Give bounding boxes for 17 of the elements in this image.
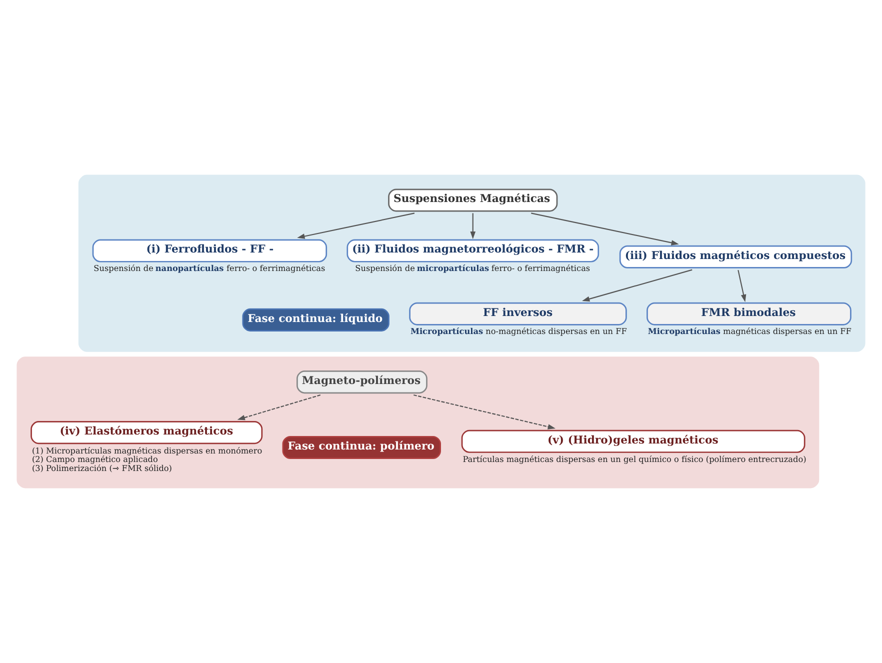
arrow <box>297 212 415 239</box>
node-label: Micropartículas no-magnéticas dispersas en un FF <box>410 326 627 336</box>
node-label: Partículas magnéticas dispersas en un gel químico o físico (polímero entrecruzado) <box>462 454 806 464</box>
node-label: Suspensión de nanopartículas ferro- o ferrimagnéticas <box>94 262 326 273</box>
arrow <box>582 269 692 302</box>
node-label: Micropartículas magnéticas dispersas en un FF <box>648 326 852 336</box>
arrow <box>738 270 746 302</box>
node-label: (2) Campo magnético aplicado <box>32 454 158 464</box>
node-label: (1) Micropartículas magnéticas dispersas en monómero <box>32 445 262 456</box>
node-label: Suspensión de micropartículas ferro- o ferrimagnéticas <box>355 262 590 273</box>
node-label: (3) Polimerización (⇾ FMR sólido) <box>32 462 172 473</box>
arrow <box>414 394 556 430</box>
arrow <box>470 213 476 240</box>
cluster <box>16 356 820 488</box>
cluster <box>78 174 866 352</box>
arrow <box>531 212 679 246</box>
arrow <box>237 394 321 420</box>
